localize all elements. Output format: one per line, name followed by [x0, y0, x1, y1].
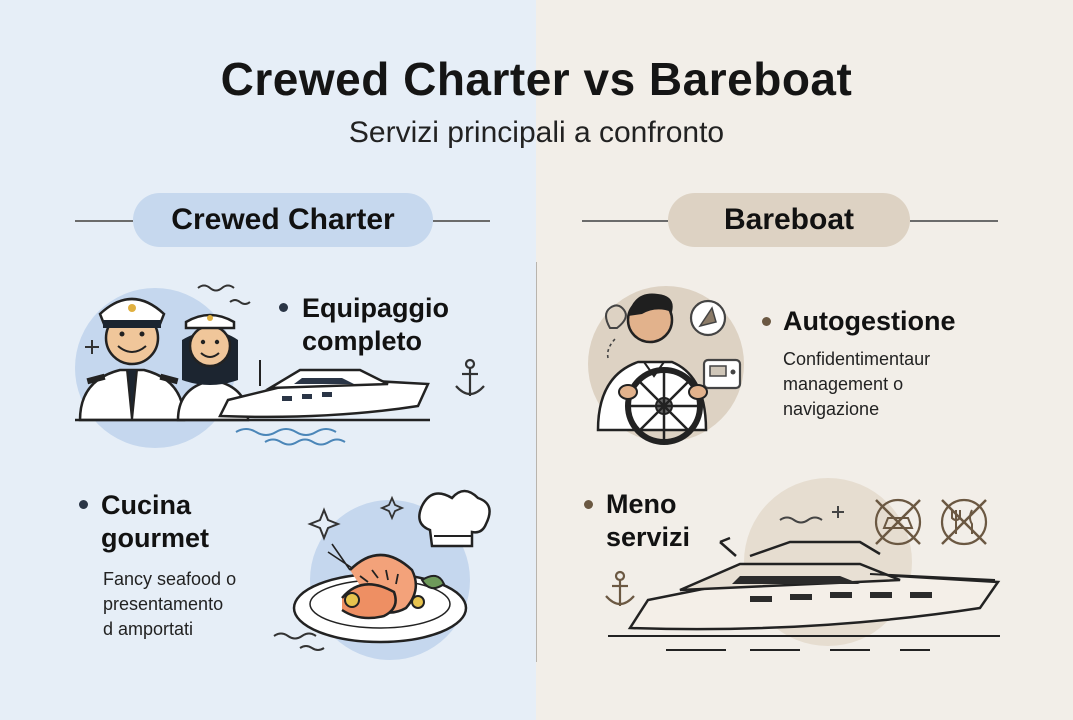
feature-bullet [762, 317, 771, 326]
left-header-rule-b [433, 220, 490, 222]
feature-bullet [584, 500, 593, 509]
feature-title-gourmet: Cucina gourmet [101, 489, 209, 555]
captain-crew-yacht-icon [75, 284, 485, 448]
feature-title-line: completo [302, 326, 423, 356]
bareboat-label: Bareboat [668, 193, 910, 247]
feature-title-line: servizi [606, 522, 691, 552]
shrimp-chef-hat-icon [273, 489, 491, 660]
feature-bullet [279, 303, 288, 312]
feature-title-line: Meno [606, 489, 677, 519]
crewed-charter-label: Crewed Charter [133, 193, 433, 247]
page-subtitle: Servizi principali a confronto [348, 116, 725, 149]
yacht-no-services-icon [605, 478, 1001, 651]
feature-desc-gourmet: Fancy seafood o presentamento d amportat… [103, 567, 236, 642]
desc-line: presentamento [103, 594, 224, 614]
desc-line: Fancy seafood o [103, 569, 237, 589]
desc-line: Confidentimentaur [783, 349, 931, 369]
feature-desc-autogestione: Confidentimentaur management o navigazio… [783, 347, 930, 422]
feature-title-line: gourmet [101, 523, 209, 553]
right-header-rule-a [582, 220, 668, 222]
feature-title-line: Cucina [101, 490, 192, 520]
page-title: Crewed Charter vs Bareboat [220, 53, 853, 105]
desc-line: navigazione [783, 399, 880, 419]
feature-title-crew: Equipaggio completo [302, 292, 449, 358]
desc-line: management o [783, 374, 904, 394]
left-header-rule-a [75, 220, 133, 222]
feature-title-meno-servizi: Meno servizi [606, 488, 690, 554]
skipper-wheel-icon [588, 286, 744, 445]
right-header-rule-b [910, 220, 998, 222]
feature-bullet [79, 500, 88, 509]
feature-title-autogestione: Autogestione [783, 306, 956, 336]
desc-line: d amportati [103, 619, 194, 639]
center-divider [536, 262, 537, 662]
feature-title-line: Equipaggio [302, 293, 449, 323]
